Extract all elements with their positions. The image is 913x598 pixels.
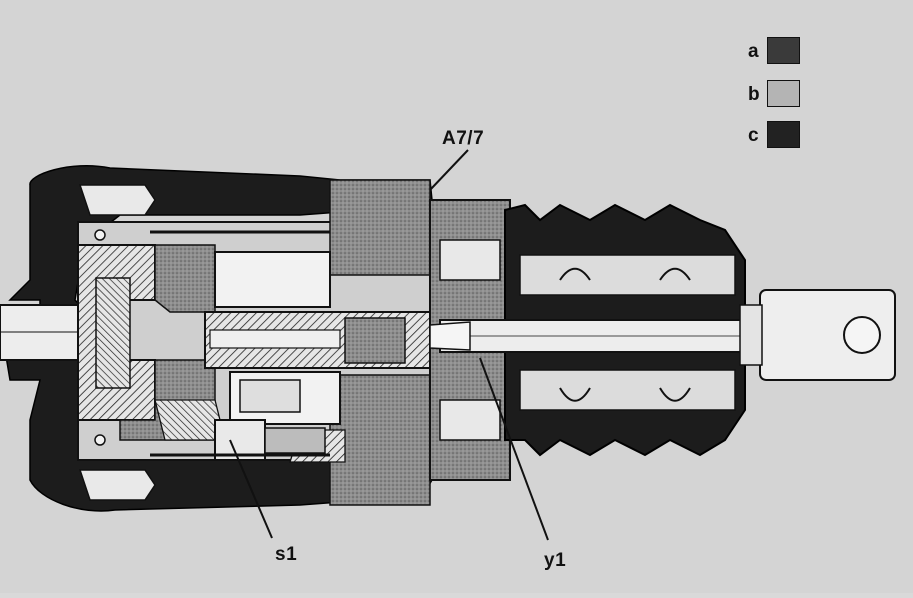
legend-swatch-b — [767, 80, 800, 107]
callout-a77: A7/7 — [442, 128, 485, 149]
legend-item-c: c — [748, 121, 808, 153]
legend-swatch-a — [767, 37, 800, 64]
s1-component — [214, 419, 266, 461]
callout-s1: s1 — [275, 544, 298, 565]
grey-region-upper — [154, 244, 216, 313]
upper-chamber — [214, 251, 331, 308]
callout-y1: y1 — [544, 550, 567, 571]
leader-y1 — [479, 357, 549, 541]
leader-s1 — [229, 439, 273, 539]
legend-letter-b: b — [748, 84, 760, 105]
clevis-hole — [843, 316, 881, 354]
leader-a77 — [429, 149, 469, 191]
legend-item-b: b — [748, 80, 808, 112]
legend-swatch-c — [767, 121, 800, 148]
legend-letter-a: a — [748, 41, 759, 62]
legend-item-a: a — [748, 37, 808, 69]
legend-letter-c: c — [748, 125, 759, 146]
